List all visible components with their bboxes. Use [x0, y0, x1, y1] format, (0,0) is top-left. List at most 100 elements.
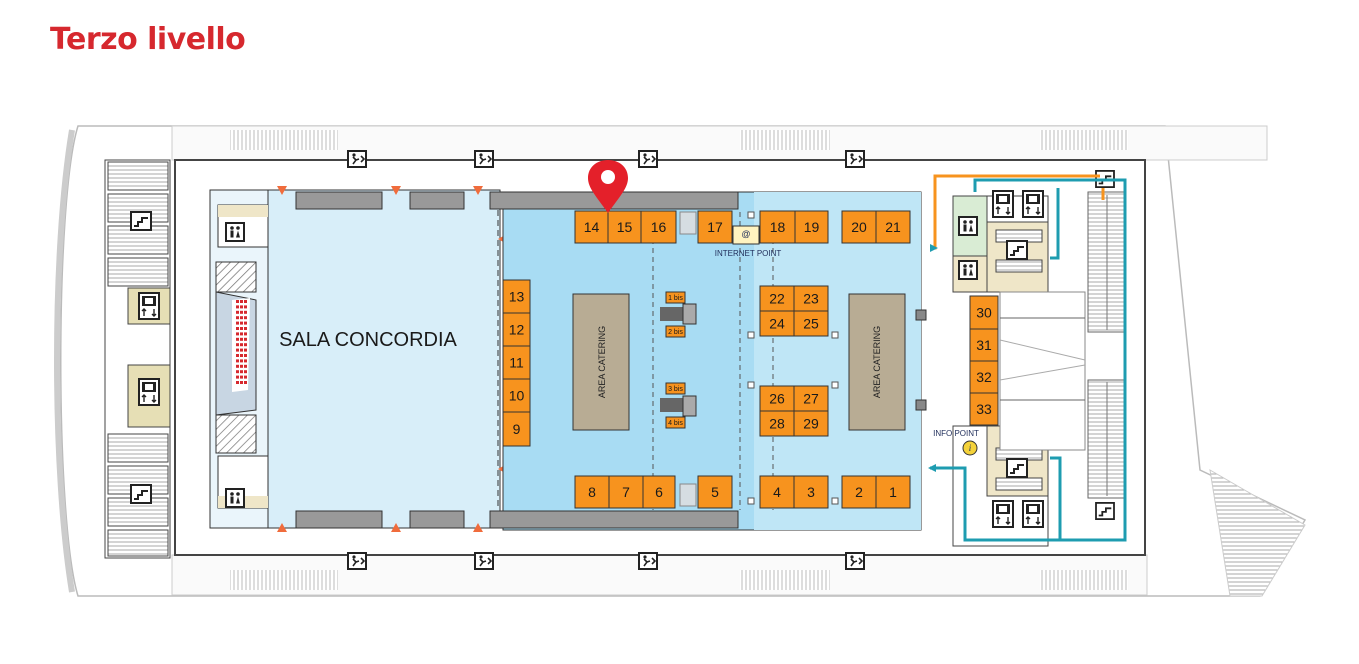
catering-area: AREA CATERING [848, 293, 906, 431]
booth-15[interactable]: 15 [607, 210, 642, 244]
booth-number: 3 [807, 484, 815, 500]
seat [240, 316, 243, 320]
booth-number: 12 [509, 322, 525, 338]
booth-32[interactable]: 32 [969, 360, 999, 394]
seating-area [236, 300, 247, 384]
booth-13[interactable]: 13 [502, 279, 531, 314]
booth-1[interactable]: 1 [875, 475, 911, 509]
booth-18[interactable]: 18 [759, 210, 796, 244]
booth-number: 6 [655, 484, 663, 500]
elevator-icon [992, 500, 1014, 528]
booth-2-bis[interactable]: 2 bis [665, 325, 686, 338]
seat [236, 359, 239, 363]
booth-5[interactable]: 5 [697, 475, 733, 509]
booth-16[interactable]: 16 [640, 210, 677, 244]
booth-shape [759, 210, 796, 244]
booth-31[interactable]: 31 [969, 328, 999, 362]
booth-number: 2 bis [668, 329, 683, 336]
booth-number: 15 [617, 219, 633, 235]
booth-shape [642, 475, 676, 509]
seat [236, 375, 239, 379]
booth-25[interactable]: 25 [793, 310, 829, 337]
seat [244, 343, 247, 347]
booth-shape [875, 210, 911, 244]
booth-1-bis[interactable]: 1 bis [665, 291, 686, 304]
seat [236, 332, 239, 336]
stairs-icon [130, 211, 152, 231]
booth-26[interactable]: 26 [759, 385, 795, 412]
booth-12[interactable]: 12 [502, 312, 531, 347]
booth-number: 30 [976, 305, 992, 321]
seat [244, 364, 247, 368]
booth-9[interactable]: 9 [502, 411, 531, 447]
booth-7[interactable]: 7 [608, 475, 644, 509]
booth-2[interactable]: 2 [841, 475, 877, 509]
booth-number: 1 [889, 484, 897, 500]
seat [244, 316, 247, 320]
booth-33[interactable]: 33 [969, 392, 999, 426]
seat [240, 359, 243, 363]
seat [244, 337, 247, 341]
booth-8[interactable]: 8 [574, 475, 610, 509]
booth-number: 4 bis [668, 420, 683, 427]
booth-6[interactable]: 6 [642, 475, 676, 509]
booth-number: 29 [803, 416, 819, 432]
booth-28[interactable]: 28 [759, 410, 795, 437]
booth-24[interactable]: 24 [759, 310, 795, 337]
seat [236, 327, 239, 330]
booth-shape [697, 475, 733, 509]
emergency-exit-icon [638, 552, 658, 570]
emergency-exit-icon [347, 552, 367, 570]
restroom-icon [225, 488, 245, 508]
info-point-label: INFO POINT [933, 429, 979, 438]
seat [240, 300, 243, 303]
booth-22[interactable]: 22 [759, 285, 795, 312]
booth-4-bis[interactable]: 4 bis [665, 416, 686, 429]
booth-shape [697, 210, 733, 244]
booth-shape [841, 475, 877, 509]
seat [236, 370, 239, 374]
emergency-exit-icon [347, 150, 367, 168]
booth-14[interactable]: 14 [574, 210, 609, 244]
booth-27[interactable]: 27 [793, 385, 829, 412]
booth-21[interactable]: 21 [875, 210, 911, 244]
booth-number: 16 [651, 219, 667, 235]
booth-11[interactable]: 11 [502, 345, 531, 380]
seat [240, 381, 243, 384]
restroom-icon [958, 260, 978, 280]
stairs-icon [1006, 458, 1028, 478]
seat [244, 305, 247, 309]
seat [244, 310, 247, 314]
booth-4[interactable]: 4 [759, 475, 795, 509]
info-point[interactable]: INFO POINT i [933, 429, 979, 456]
booth-number: 8 [588, 484, 596, 500]
booth-10[interactable]: 10 [502, 378, 531, 413]
booth-shape [502, 411, 531, 447]
sala-concordia-hall: SALA CONCORDIA [209, 186, 507, 532]
booth-17[interactable]: 17 [697, 210, 733, 244]
emergency-exit-icon [474, 150, 494, 168]
seat [240, 310, 243, 314]
booth-shape [793, 385, 829, 412]
booth-20[interactable]: 20 [841, 210, 877, 244]
seat [244, 354, 247, 357]
internet-point[interactable]: @ INTERNET POINT [715, 225, 782, 258]
seat [240, 327, 243, 330]
seat [236, 300, 239, 303]
elevator-icon [1022, 500, 1044, 528]
seat [240, 337, 243, 341]
restroom-icon [225, 222, 245, 242]
catering-label: AREA CATERING [597, 326, 607, 398]
booth-23[interactable]: 23 [793, 285, 829, 312]
booth-shape [793, 475, 829, 509]
booth-shape [969, 295, 999, 330]
seat [236, 316, 239, 320]
booth-29[interactable]: 29 [793, 410, 829, 437]
booth-number: 25 [803, 316, 819, 332]
booth-shape [759, 385, 795, 412]
booth-3[interactable]: 3 [793, 475, 829, 509]
booth-3-bis[interactable]: 3 bis [665, 382, 686, 395]
booth-19[interactable]: 19 [794, 210, 829, 244]
booth-30[interactable]: 30 [969, 295, 999, 330]
